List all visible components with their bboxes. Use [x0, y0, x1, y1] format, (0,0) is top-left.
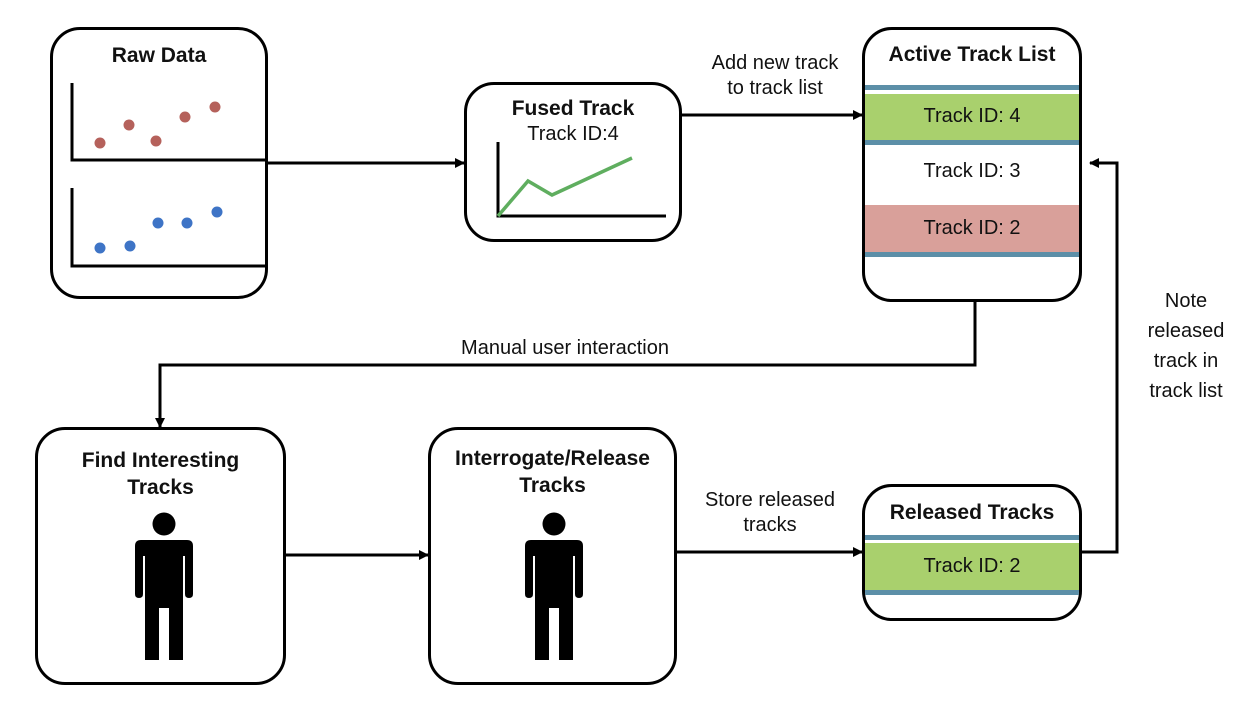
blue-point	[94, 242, 106, 254]
red-point	[150, 135, 162, 147]
find-interesting-tracks-box: Find Interesting Tracks	[35, 427, 286, 685]
raw-data-title: Raw Data	[111, 44, 207, 67]
blue-point	[124, 240, 136, 252]
track-row-label: Track ID: 2	[923, 217, 1021, 239]
store-label-line1: Store released	[704, 489, 836, 511]
red-point	[123, 119, 135, 131]
list-divider	[865, 140, 1079, 145]
arrow-released-to-active	[1082, 158, 1119, 554]
store-released-tracks-label: Store released tracks	[680, 488, 860, 538]
add-new-track-label: Add new track to track list	[680, 51, 870, 101]
note-label-line3: track in	[1153, 350, 1219, 372]
track-row-2[interactable]: Track ID: 2	[865, 205, 1079, 252]
find-tracks-title-line1: Find Interesting	[81, 449, 240, 472]
fused-track-title: Fused Track	[511, 97, 635, 120]
track-row-4[interactable]: Track ID: 4	[865, 94, 1079, 140]
arrow-active-to-find	[155, 302, 977, 428]
note-label-line4: track list	[1149, 380, 1223, 402]
active-track-list-box: Active Track List Track ID: 4 Track ID: …	[862, 27, 1082, 302]
add-label-line1: Add new track	[711, 52, 839, 74]
find-tracks-title-line2: Tracks	[127, 476, 194, 499]
track-row-label: Track ID: 2	[923, 555, 1021, 577]
released-tracks-box: Released Tracks Track ID: 2	[862, 484, 1082, 621]
released-track-row-2[interactable]: Track ID: 2	[865, 543, 1079, 590]
list-divider	[865, 590, 1079, 595]
person-icon	[135, 512, 193, 660]
manual-user-interaction-label: Manual user interaction	[461, 337, 669, 359]
fused-track-plot	[496, 142, 666, 218]
interrogate-title-line2: Tracks	[519, 474, 586, 497]
released-tracks-title: Released Tracks	[889, 501, 1055, 524]
red-point	[94, 137, 106, 149]
track-row-label: Track ID: 3	[923, 160, 1021, 182]
blue-point	[211, 206, 223, 218]
raw-data-box: Raw Data	[50, 27, 268, 299]
active-track-list-title: Active Track List	[888, 43, 1056, 66]
fused-track-line	[496, 156, 633, 218]
person-icon	[525, 512, 583, 660]
fused-plot-axes	[496, 142, 666, 218]
fused-track-id: Track ID:4	[527, 123, 619, 145]
list-divider	[865, 85, 1079, 90]
interrogate-release-tracks-box: Interrogate/Release Tracks	[428, 427, 677, 685]
add-label-line2: to track list	[727, 77, 823, 99]
store-label-line2: tracks	[743, 514, 797, 536]
track-row-label: Track ID: 4	[923, 105, 1021, 127]
interrogate-title-line1: Interrogate/Release	[455, 447, 650, 470]
raw-data-plots	[70, 83, 265, 268]
note-label-line2: released	[1147, 320, 1225, 342]
top-plot-axes	[70, 83, 265, 162]
track-row-3[interactable]: Track ID: 3	[865, 149, 1079, 195]
note-released-track-label: Note released track in track list	[1128, 286, 1244, 406]
bottom-plot-axes	[70, 188, 265, 268]
fused-track-box: Fused Track Track ID:4	[464, 82, 682, 242]
red-point	[209, 101, 221, 113]
list-divider	[865, 535, 1079, 540]
blue-point	[181, 217, 193, 229]
note-label-line1: Note	[1164, 290, 1208, 312]
red-point	[179, 111, 191, 123]
blue-point	[152, 217, 164, 229]
list-divider	[865, 252, 1079, 257]
